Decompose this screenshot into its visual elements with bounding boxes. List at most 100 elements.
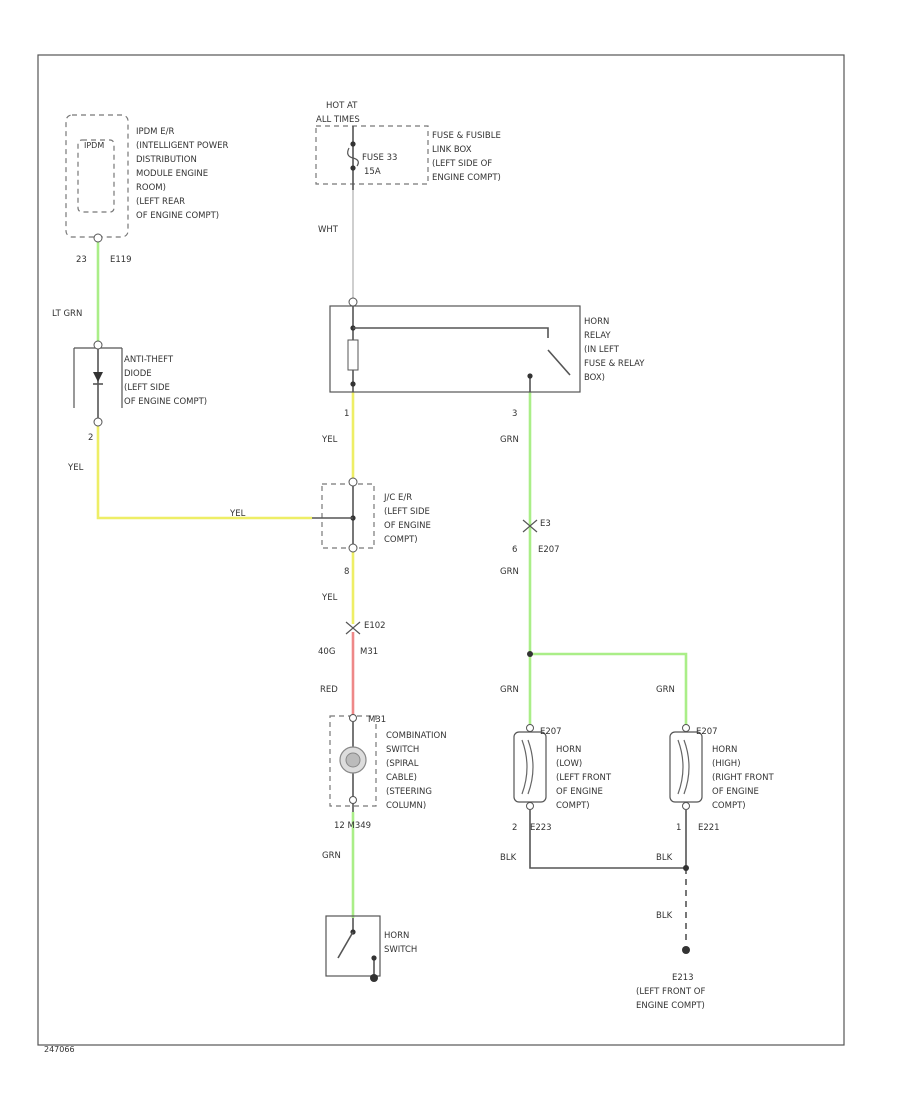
fuse-number: FUSE 33 bbox=[362, 153, 397, 163]
hot-label-0: HOT AT bbox=[326, 101, 358, 111]
ground-icon bbox=[682, 946, 690, 954]
ipdm-terminal bbox=[93, 233, 103, 243]
ground-desc-0: (LEFT FRONT OF bbox=[636, 987, 705, 997]
horn-switch-node-bottom bbox=[371, 955, 377, 961]
horn-low-wire-in: GRN bbox=[500, 685, 519, 695]
horn-switch-desc-0: HORN bbox=[384, 931, 409, 941]
diode-wire-label: YEL bbox=[67, 463, 84, 473]
horn-high-desc-4: COMPT) bbox=[712, 801, 746, 811]
ipdm-desc-5: (LEFT REAR bbox=[136, 197, 185, 207]
ground-desc-1: ENGINE COMPT) bbox=[636, 1001, 705, 1011]
diode-symbol-icon bbox=[93, 372, 103, 382]
diode-pin: 2 bbox=[88, 433, 93, 443]
horn-high-wire-in: GRN bbox=[656, 685, 675, 695]
e102-wire: RED bbox=[320, 685, 338, 695]
relay-contact-node bbox=[527, 373, 533, 379]
e3-label-0: E3 bbox=[540, 519, 551, 529]
fuse-desc-2: (LEFT SIDE OF bbox=[432, 159, 492, 169]
fuse-terminal-bottom bbox=[350, 165, 356, 171]
fuse-box-outline bbox=[315, 125, 429, 185]
horn-low-desc-3: OF ENGINE bbox=[556, 787, 603, 797]
relay-coil-path bbox=[353, 327, 549, 338]
fuse-desc-0: FUSE & FUSIBLE bbox=[432, 131, 501, 141]
fuse-rating: 15A bbox=[364, 167, 381, 177]
combo-connector: M31 bbox=[368, 715, 386, 725]
e102-connector-icon-b bbox=[345, 627, 361, 635]
e3-label-1: E207 bbox=[538, 545, 560, 555]
horn-relay-box bbox=[329, 305, 581, 393]
joint-desc-2: OF ENGINE bbox=[384, 521, 431, 531]
horn-high-terminal-top bbox=[682, 724, 690, 732]
relay-desc-3: FUSE & RELAY bbox=[584, 359, 645, 369]
joint-terminal-top bbox=[348, 477, 358, 487]
e102-pin-left: 40G bbox=[318, 647, 335, 657]
ipdm-desc-4: ROOM) bbox=[136, 183, 166, 193]
horn-switch-contact-icon bbox=[337, 931, 354, 959]
horn-switch-desc-1: SWITCH bbox=[384, 945, 417, 955]
joint-wire-label: YEL bbox=[321, 593, 338, 603]
diode-desc-3: OF ENGINE COMPT) bbox=[124, 397, 207, 407]
fuse-terminal-top bbox=[350, 141, 356, 147]
joint-desc-1: (LEFT SIDE bbox=[384, 507, 430, 517]
diode-desc-0: ANTI-THEFT bbox=[124, 355, 174, 365]
spiral-cable-core-icon bbox=[345, 752, 361, 768]
ipdm-desc-3: MODULE ENGINE bbox=[136, 169, 208, 179]
e3-wire: GRN bbox=[500, 567, 519, 577]
horn-low-terminal-top bbox=[526, 724, 534, 732]
ipdm-connector: E119 bbox=[110, 255, 132, 265]
horn-high-terminal-bottom bbox=[682, 802, 690, 810]
ipdm-desc-1: (INTELLIGENT POWER bbox=[136, 141, 229, 151]
horn-high-pin: 1 bbox=[676, 823, 681, 833]
wire-blk bbox=[529, 810, 687, 869]
ipdm-wire-label: LT GRN bbox=[52, 309, 82, 319]
relay-node-2 bbox=[350, 381, 356, 387]
ground-code: E213 bbox=[672, 973, 694, 983]
diode-terminal-top bbox=[93, 340, 103, 350]
fuse-wire-label: WHT bbox=[318, 225, 339, 235]
ipdm-box bbox=[65, 114, 129, 238]
horn-high-box bbox=[669, 731, 703, 803]
relay-terminal-top bbox=[348, 297, 358, 307]
combo-terminal-bottom bbox=[349, 796, 357, 804]
diode-to-joint-wire-label: YEL bbox=[229, 509, 246, 519]
e102-code: E102 bbox=[364, 621, 386, 631]
combo-pins: 12 M349 bbox=[334, 821, 371, 831]
joint-desc-0: J/C E/R bbox=[383, 493, 412, 503]
relay-desc-2: (IN LEFT bbox=[584, 345, 620, 355]
horn-high-icon bbox=[677, 739, 684, 795]
joint-box bbox=[321, 483, 375, 549]
relay-desc-1: RELAY bbox=[584, 331, 611, 341]
horn-switch-ground-icon bbox=[370, 974, 378, 982]
relay-pin-right: 3 bbox=[512, 409, 517, 419]
horn-low-connector: E207 bbox=[540, 727, 562, 737]
ground-wire: BLK bbox=[656, 911, 673, 921]
relay-desc-4: BOX) bbox=[584, 373, 605, 383]
horn-low-icon-b bbox=[527, 739, 534, 795]
fuse-desc-1: LINK BOX bbox=[432, 145, 472, 155]
hot-label-1: ALL TIMES bbox=[316, 115, 360, 125]
horn-high-icon-b bbox=[683, 739, 690, 795]
joint-pin: 8 bbox=[344, 567, 349, 577]
horn-low-box bbox=[513, 731, 547, 803]
horn-low-desc-0: HORN bbox=[556, 745, 581, 755]
horn-low-terminal-bottom bbox=[526, 802, 534, 810]
combo-desc-5: COLUMN) bbox=[386, 801, 426, 811]
combo-desc-3: CABLE) bbox=[386, 773, 417, 783]
combo-desc-0: COMBINATION bbox=[386, 731, 447, 741]
relay-desc-0: HORN bbox=[584, 317, 609, 327]
diagram-frame bbox=[37, 54, 845, 1046]
horn-low-pin: 2 bbox=[512, 823, 517, 833]
horn-low-desc-2: (LEFT FRONT bbox=[556, 773, 612, 783]
fuse-icon bbox=[347, 147, 359, 167]
joint-terminal-bottom bbox=[348, 543, 358, 553]
diode-terminal-bottom bbox=[93, 417, 103, 427]
combo-terminal-top bbox=[349, 714, 357, 722]
ipdm-desc-2: DISTRIBUTION bbox=[136, 155, 197, 165]
diode-desc-2: (LEFT SIDE bbox=[124, 383, 170, 393]
relay-wire-right: GRN bbox=[500, 435, 519, 445]
combo-desc-4: (STEERING bbox=[386, 787, 432, 797]
frame-id: 247066 bbox=[44, 1045, 75, 1054]
combo-wire: GRN bbox=[322, 851, 341, 861]
ipdm-code: IPDM bbox=[84, 141, 104, 150]
ground-splice-node bbox=[683, 865, 689, 871]
